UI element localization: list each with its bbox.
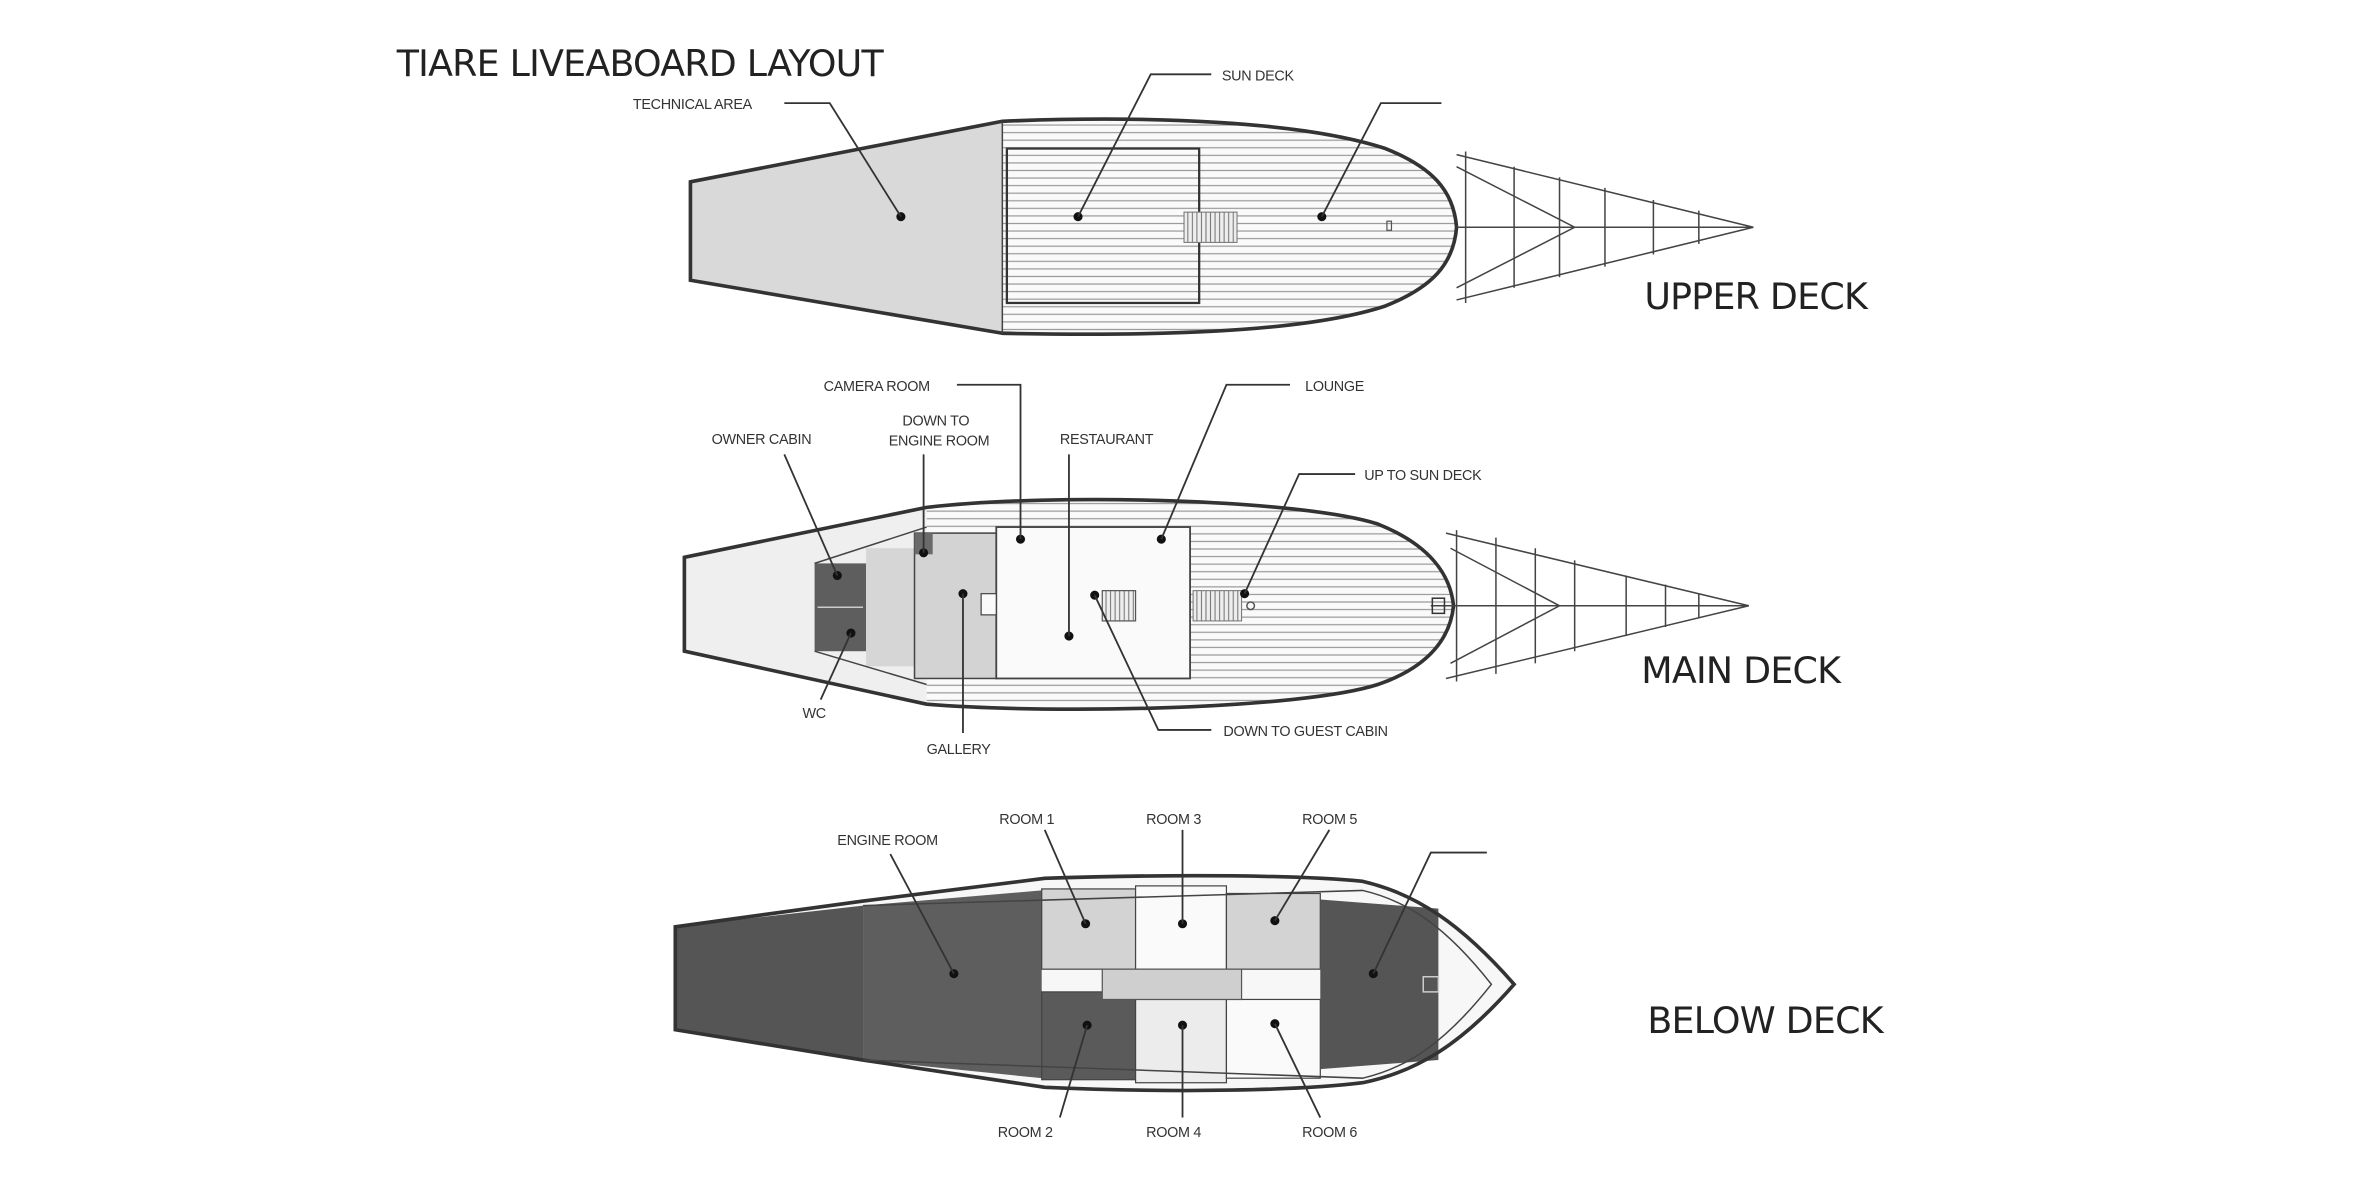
room-5	[1225, 892, 1321, 970]
room-6	[1225, 998, 1321, 1079]
stairs-down	[1101, 590, 1137, 622]
label-room-4: ROOM 4	[1146, 1125, 1201, 1141]
page-title: TIARE LIVEABOARD LAYOUT	[396, 42, 885, 85]
room-2	[1041, 991, 1137, 1081]
label-room-5: ROOM 5	[1302, 812, 1357, 828]
label-down-to-guest-cabin: DOWN TO GUEST CABIN	[1223, 724, 1387, 740]
label-room-6: ROOM 6	[1302, 1125, 1357, 1141]
technical-area	[690, 121, 1003, 334]
main-deck-plan: CAMERA ROOM LOUNGE DOWN TO ENGINE ROOM O…	[682, 379, 1843, 758]
label-down-to-engine-2: ENGINE ROOM	[889, 433, 990, 449]
stairs-up	[1192, 590, 1243, 622]
label-gallery: GALLERY	[927, 742, 992, 758]
label-wc: WC	[802, 706, 825, 722]
room-4	[1134, 998, 1228, 1084]
room-1	[1041, 888, 1137, 970]
bowsprit	[1456, 151, 1754, 303]
corridor	[1101, 968, 1243, 1001]
label-up-to-sun-deck: UP TO SUN DECK	[1364, 468, 1482, 484]
label-room-1: ROOM 1	[999, 812, 1054, 828]
label-technical-area: TECHNICAL AREA	[633, 97, 753, 113]
label-restaurant: RESTAURANT	[1060, 432, 1154, 448]
upper-deck-title: UPPER DECK	[1644, 275, 1869, 318]
restaurant	[995, 526, 1191, 680]
engine-room	[863, 890, 1042, 1079]
below-deck-title: BELOW DECK	[1647, 999, 1884, 1042]
label-room-3: ROOM 3	[1146, 812, 1201, 828]
label-engine-room: ENGINE ROOM	[837, 833, 938, 849]
main-deck-title: MAIN DECK	[1641, 649, 1842, 692]
stern-hold	[675, 905, 864, 1061]
label-camera-room: CAMERA ROOM	[824, 379, 930, 395]
label-room-2: ROOM 2	[998, 1125, 1053, 1141]
stairs	[1183, 211, 1238, 243]
forward-hold	[1320, 899, 1439, 1070]
label-lounge: LOUNGE	[1305, 379, 1364, 395]
below-deck-plan: ENGINE ROOM ROOM 1 ROOM 3 ROOM 5 ROOM 2 …	[673, 812, 1885, 1141]
label-owner-cabin: OWNER CABIN	[712, 432, 812, 448]
label-sun-deck: SUN DECK	[1222, 68, 1295, 84]
label-down-to-engine-1: DOWN TO	[902, 414, 969, 430]
upper-deck-plan: TECHNICAL AREA SUN DECK UPPER DECK	[633, 68, 1870, 337]
